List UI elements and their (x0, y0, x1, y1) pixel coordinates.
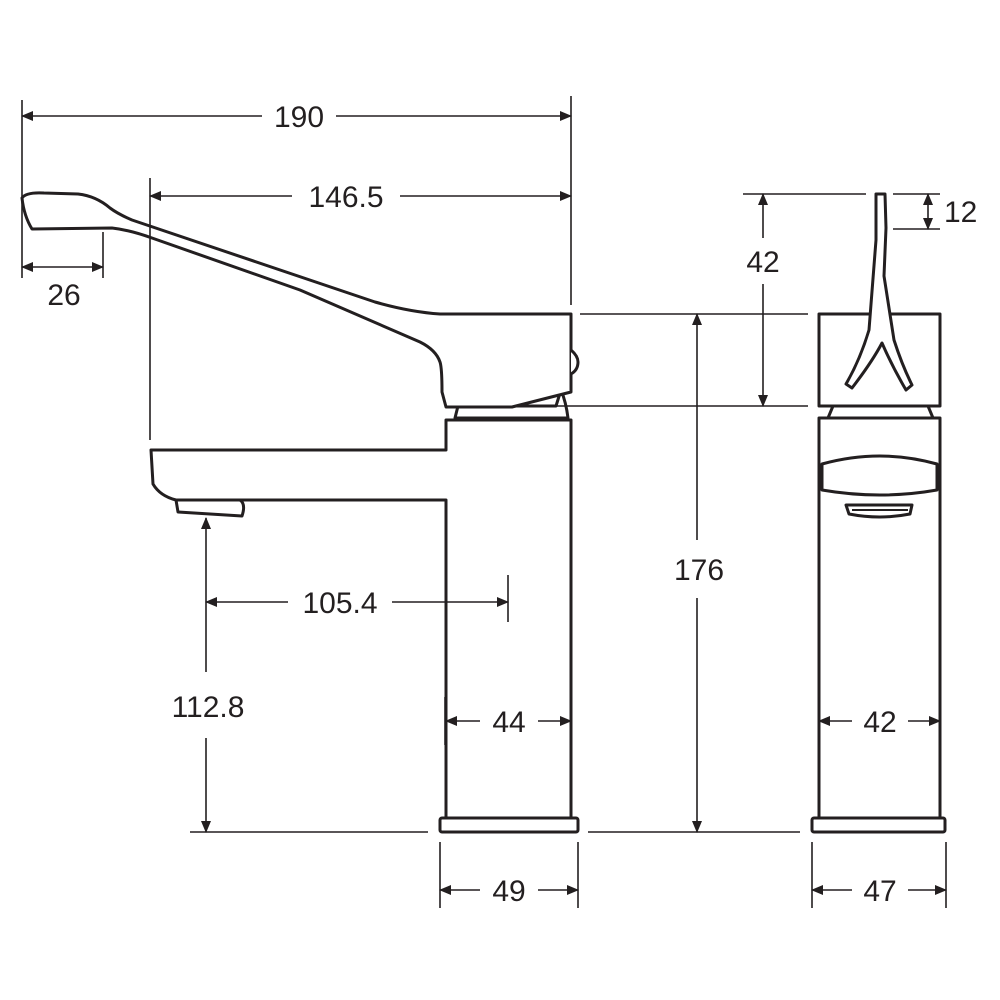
side-aerator (174, 498, 246, 518)
dim-label-112-8: 112.8 (172, 691, 245, 724)
dim-label-47: 47 (863, 875, 896, 908)
dim-label-12: 12 (944, 196, 977, 229)
dim-label-42-width: 42 (863, 706, 896, 739)
front-view (810, 192, 947, 834)
dim-label-26: 26 (47, 279, 80, 312)
front-collar (826, 404, 935, 420)
front-spout-face (820, 454, 939, 497)
side-lever-handle (20, 191, 573, 409)
side-collar (453, 388, 570, 420)
dim-label-146-5: 146.5 (308, 181, 383, 214)
dim-label-176: 176 (674, 554, 724, 587)
dim-label-105-4: 105.4 (302, 587, 377, 620)
dimensions: 190 146.5 26 105.4 112.8 44 49 176 42 (21, 96, 977, 908)
dim-label-190: 190 (274, 101, 324, 134)
side-view (20, 191, 580, 834)
side-rear-cap (570, 348, 580, 376)
front-base-plate (810, 816, 947, 834)
dim-label-44: 44 (492, 706, 525, 739)
dim-label-42-height: 42 (746, 246, 779, 279)
side-base-plate (438, 816, 580, 834)
side-body-spout (149, 418, 573, 820)
front-lever (844, 192, 914, 392)
dim-label-49: 49 (492, 875, 525, 908)
